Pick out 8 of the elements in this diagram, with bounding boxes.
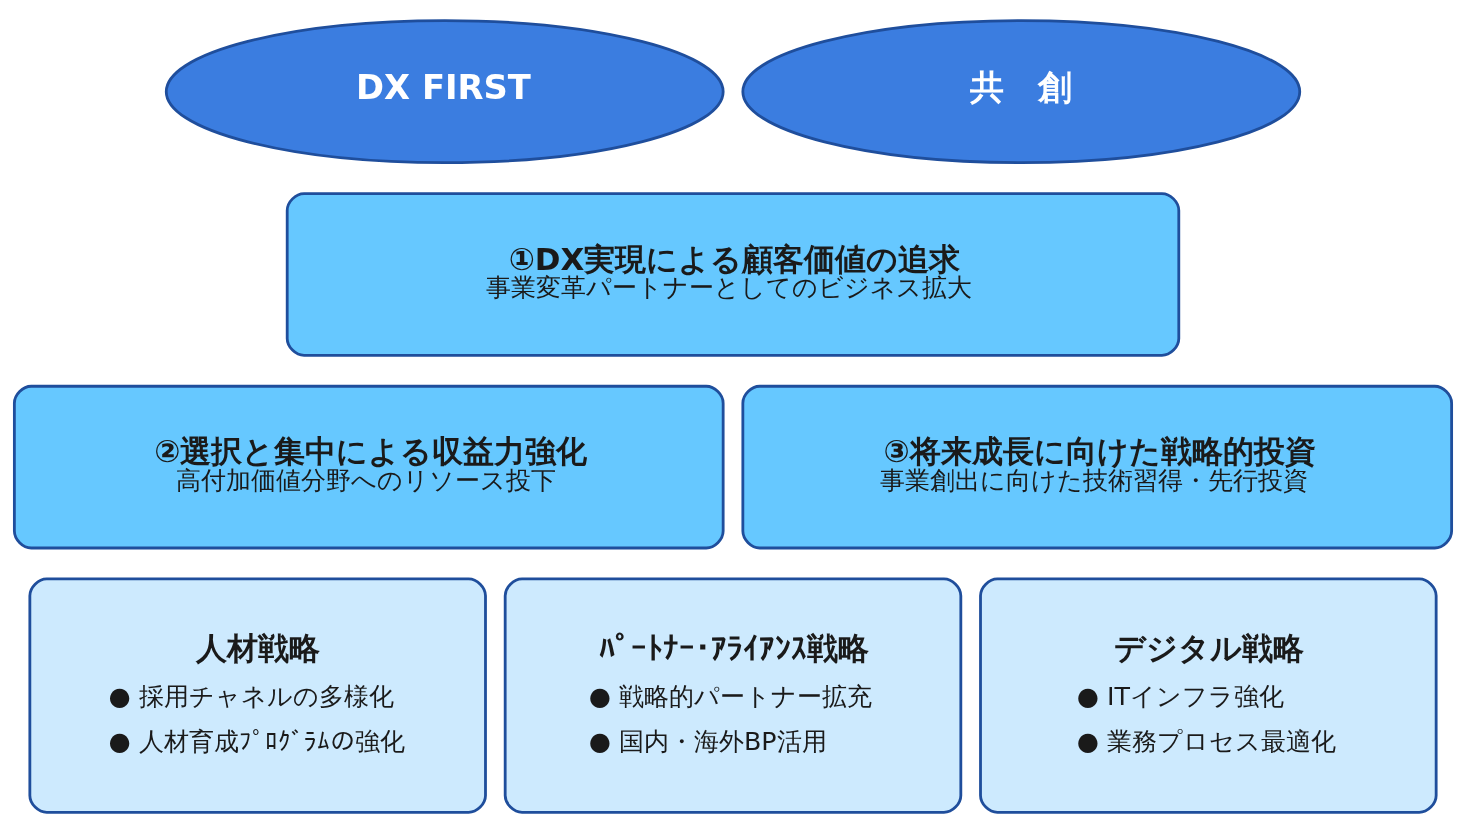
node-ellipse: DX FIRST: [164, 18, 725, 164]
node-box: ①DX実現による顧客価値の追求 事業変革パートナーとしてのビジネス拡大: [285, 191, 1181, 357]
node-box: ﾊﾟｰﾄﾅｰ･ｱﾗｲｱﾝｽ戦略 ● 戦略的パートナー拡充 ● 国内・海外BP活用: [503, 577, 963, 814]
node-box: ②選択と集中による収益力強化 高付加価値分野へのリソース投下: [12, 384, 725, 549]
node-box: ③将来成長に向けた戦略的投資 事業創出に向けた技術習得・先行投資: [741, 384, 1454, 549]
node-box: 人材戦略 ● 採用チャネルの多様化 ● 人材育成ﾌﾟﾛｸﾞﾗﾑの強化: [28, 577, 487, 814]
node-box: デジタル戦略 ● ITインフラ強化 ● 業務プロセス最適化: [979, 577, 1438, 814]
node-ellipse: 共 創: [741, 18, 1302, 164]
